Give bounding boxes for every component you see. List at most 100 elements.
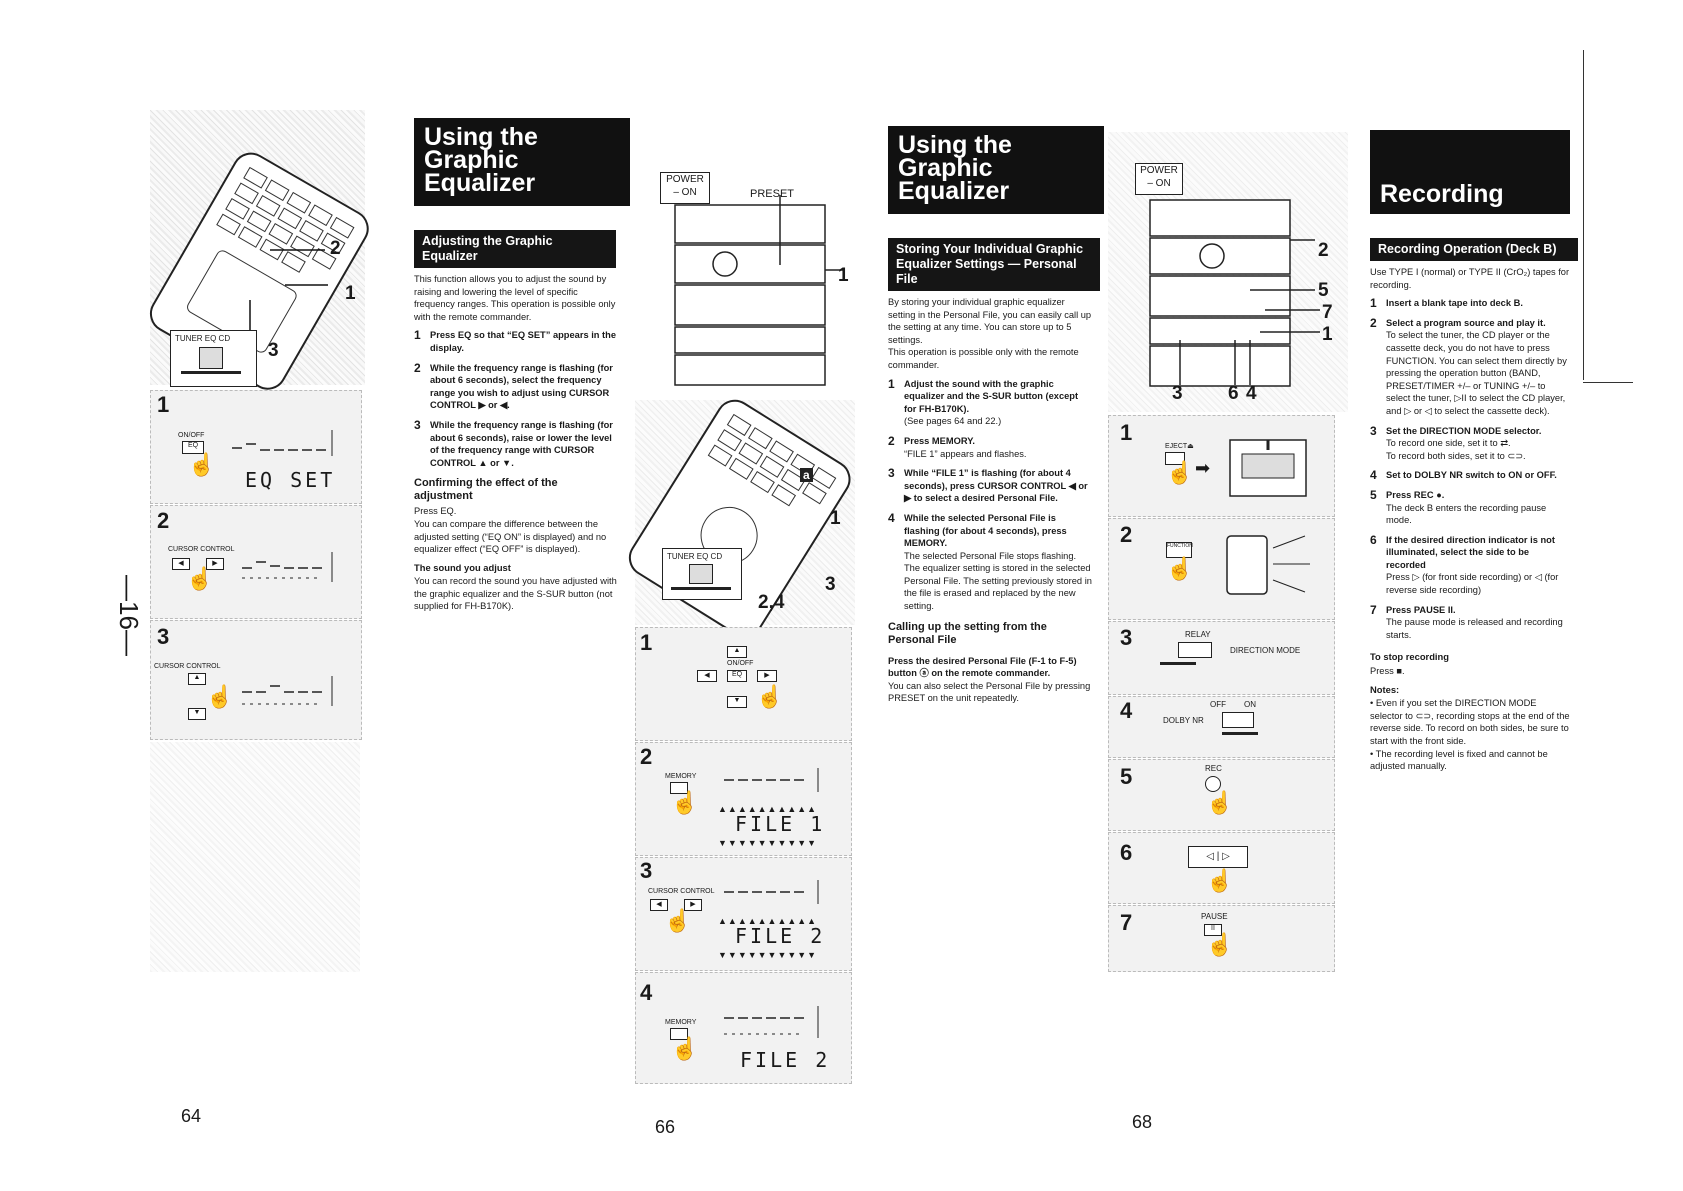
step-number: 7 xyxy=(1120,910,1133,935)
eq-bar-display xyxy=(232,430,333,456)
hand-icon: ☝ xyxy=(1166,460,1194,485)
direction-buttons: ◁ | ▷ xyxy=(1188,846,1248,868)
page-number-right: 68 xyxy=(1132,1112,1153,1132)
callout-6: 6 xyxy=(1228,383,1239,404)
stop-title: To stop recording xyxy=(1370,651,1449,663)
eq-bar-display xyxy=(724,880,819,904)
callout-2-4: 2,4 xyxy=(758,592,785,613)
memory-button xyxy=(670,1028,688,1040)
cursor-up-button: ▲ xyxy=(727,646,747,658)
tip-title: The sound you adjust xyxy=(414,561,511,573)
cassette-icon xyxy=(1229,439,1307,497)
step-number: 2 xyxy=(640,744,653,769)
eq-bar-display xyxy=(242,676,333,706)
hand-icon: ☝ xyxy=(756,684,784,709)
callout-1: 1 xyxy=(345,283,356,304)
note-item: • The recording level is fixed and canno… xyxy=(1370,748,1548,772)
cursor-control-label: CURSOR CONTROL xyxy=(154,663,221,670)
notes-title: Notes: xyxy=(1370,683,1400,695)
arrow-underline xyxy=(1222,732,1258,735)
margin-rule xyxy=(1583,50,1584,380)
step-number: 3 xyxy=(640,858,653,883)
memory-label: MEMORY xyxy=(665,1019,697,1026)
memory-button xyxy=(670,782,688,794)
callup-title: Calling up the setting from the Personal… xyxy=(888,620,1047,646)
dolby-nr-switch xyxy=(1222,712,1254,728)
subsection-header-adjusting: Adjusting the Graphic Equalizer xyxy=(414,230,616,268)
preset-label: PRESET xyxy=(750,188,795,200)
cursor-control-label: CURSOR CONTROL xyxy=(168,546,235,553)
cursor-down-button: ▼ xyxy=(727,696,747,708)
display-file2: FILE 2 xyxy=(735,924,826,948)
eject-label: EJECT⏏ xyxy=(1165,443,1194,450)
memory-label: MEMORY xyxy=(665,773,697,780)
note-item: • Even if you set the DIRECTION MODE sel… xyxy=(1370,698,1570,746)
step-number: 5 xyxy=(1120,764,1133,789)
power-on-label: POWER – ON xyxy=(1135,163,1183,195)
step-number: 1 xyxy=(640,630,653,655)
callout-3: 3 xyxy=(825,574,836,595)
tip-text: You can record the sound you have adjust… xyxy=(414,576,617,612)
stop-text: Press ■. xyxy=(1370,666,1405,677)
hand-icon: ☝ xyxy=(186,566,214,591)
step-number: 6 xyxy=(1120,840,1133,865)
page-number-middle: 66 xyxy=(655,1117,676,1137)
hand-icon: ☝ xyxy=(671,1036,699,1061)
subsection-header-personal-file: Storing Your Individual Graphic Equalize… xyxy=(888,238,1100,291)
callout-1: 1 xyxy=(1322,324,1333,345)
onoff-label: ON/OFF xyxy=(178,432,205,439)
cursor-down-button: ▼ xyxy=(188,708,206,720)
page-number-left: 64 xyxy=(181,1106,202,1126)
flash-marks: ▲▲▲▲▲▲▲▲▲▲ xyxy=(718,804,818,814)
step-panel-2 xyxy=(635,742,852,856)
cursor-right-button: ▶ xyxy=(757,670,777,682)
confirm-text: Press EQ. xyxy=(414,506,457,517)
step-number: 4 xyxy=(640,980,653,1005)
step-panel-7 xyxy=(1108,905,1335,972)
eject-button xyxy=(1165,452,1185,465)
subsection-header-recording-operation: Recording Operation (Deck B) xyxy=(1370,238,1578,261)
step-number: 1 xyxy=(157,392,170,417)
step-number: 2 xyxy=(1120,522,1133,547)
flash-marks: ▼▼▼▼▼▼▼▼▼▼ xyxy=(718,838,818,848)
step-number: 2 xyxy=(157,508,170,533)
rec-button xyxy=(1205,776,1221,792)
hand-icon: ☝ xyxy=(664,908,692,933)
display-file1: FILE 1 xyxy=(735,812,826,836)
eq-button: EQ xyxy=(727,670,747,682)
step-panel-4 xyxy=(1108,696,1335,758)
eq-button: EQ xyxy=(182,441,204,454)
tuner-eq-cd-selector: TUNER EQ CD xyxy=(662,548,742,600)
callout-5: 5 xyxy=(1318,280,1329,301)
step-panel-6 xyxy=(1108,832,1335,904)
direction-mode-label: DIRECTION MODE xyxy=(1230,646,1301,655)
power-on-label: POWER – ON xyxy=(660,172,710,204)
callout-2: 2 xyxy=(330,238,341,259)
intro-paragraph: By storing your individual graphic equal… xyxy=(888,297,1092,345)
step-panel-3 xyxy=(150,620,362,740)
intro-paragraph: This operation is possible only with the… xyxy=(888,347,1079,370)
section-text-personal-file: By storing your individual graphic equal… xyxy=(888,296,1093,705)
cursor-left-button: ◀ xyxy=(650,899,668,911)
eq-bar-display xyxy=(724,768,819,792)
hand-icon: ☝ xyxy=(1206,868,1234,893)
off-label: OFF xyxy=(1210,700,1226,709)
pause-button: II xyxy=(1204,924,1222,936)
cursor-left-button: ◀ xyxy=(172,558,190,570)
relay-label: RELAY xyxy=(1185,630,1211,639)
intro-paragraph: This function allows you to adjust the s… xyxy=(414,274,616,322)
eq-bar-display xyxy=(242,552,333,582)
pause-label: PAUSE xyxy=(1201,912,1228,921)
step-number: 1 xyxy=(1120,420,1133,445)
cursor-right-button: ▶ xyxy=(684,899,702,911)
callout-7: 7 xyxy=(1322,302,1333,323)
tuner-eq-cd-selector: TUNER EQ CD xyxy=(170,330,257,387)
step-panel-3 xyxy=(1108,621,1335,695)
display-file2: FILE 2 xyxy=(740,1048,831,1072)
